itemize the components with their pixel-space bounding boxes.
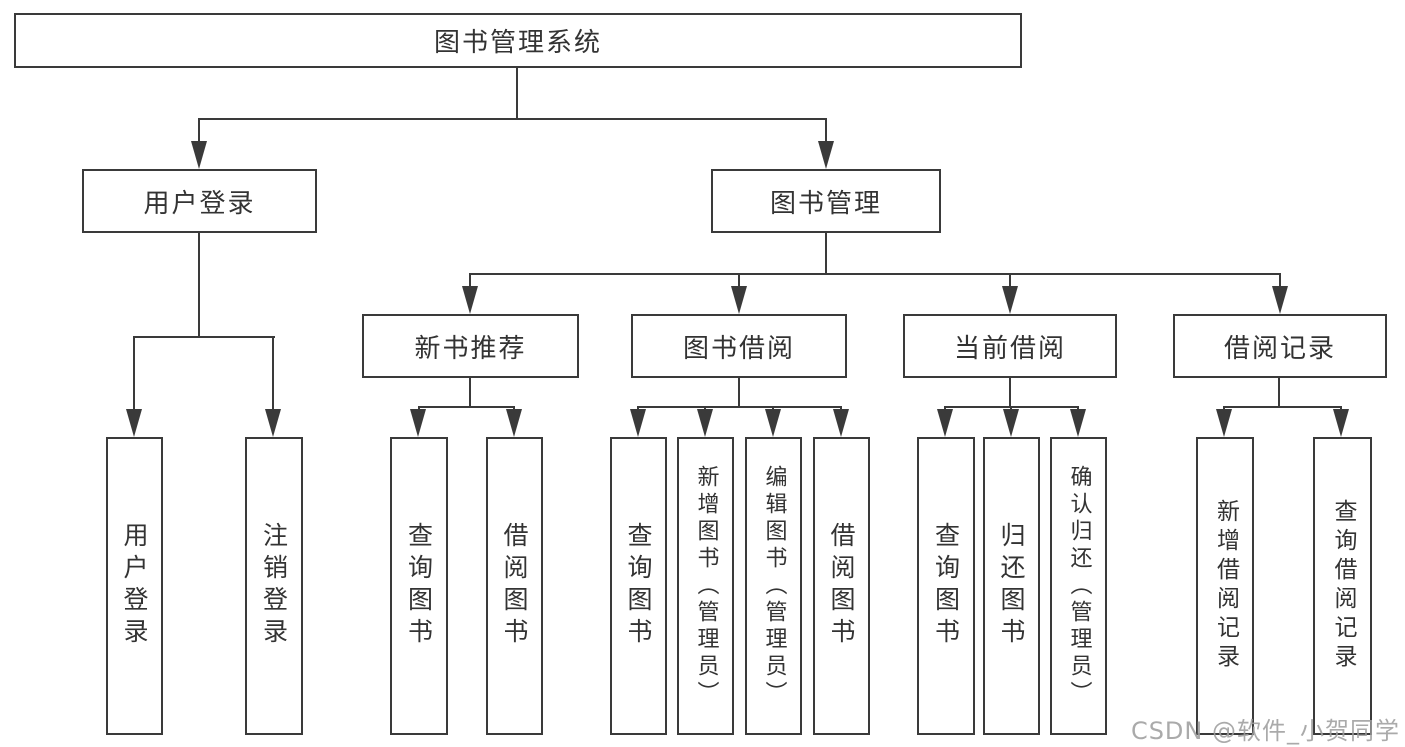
arrow-down-icon (265, 409, 281, 437)
connector-line (825, 118, 827, 143)
leaf-query-borrow-record-label: 查询借阅记录 (1330, 499, 1356, 673)
node-current-borrow: 当前借阅 (903, 314, 1117, 378)
connector-line (1009, 273, 1011, 288)
arrow-down-icon (630, 409, 646, 437)
connector-line (638, 406, 842, 408)
arrow-down-icon (765, 409, 781, 437)
leaf-user-login-label: 用户登录 (120, 522, 149, 650)
leaf-query-books-recommend-label: 查询图书 (404, 522, 434, 650)
connector-line (772, 406, 774, 411)
connector-line (1009, 378, 1011, 406)
connector-line (738, 378, 740, 406)
connector-line (1224, 406, 1342, 408)
leaf-add-borrow-record: 新增借阅记录 (1196, 437, 1254, 735)
node-root-label: 图书管理系统 (433, 28, 602, 58)
leaf-query-books-recommend: 查询图书 (390, 437, 448, 735)
connector-line (738, 273, 740, 288)
connector-line (469, 378, 471, 406)
connector-line (1223, 406, 1225, 411)
leaf-borrow-books-recommend-label: 借阅图书 (500, 522, 529, 650)
connector-line (825, 233, 827, 273)
connector-line (133, 336, 135, 411)
arrow-down-icon (1216, 409, 1232, 437)
leaf-logout: 注销登录 (245, 437, 303, 735)
connector-line (198, 118, 826, 120)
leaf-borrow-books: 借阅图书 (813, 437, 870, 735)
connector-line (637, 406, 639, 411)
connector-line (272, 336, 274, 411)
leaf-add-borrow-record-label: 新增借阅记录 (1212, 499, 1239, 673)
leaf-query-books-borrow: 查询图书 (610, 437, 667, 735)
node-new-book-recommend: 新书推荐 (362, 314, 579, 378)
connector-line (840, 406, 842, 411)
leaf-borrow-books-label: 借阅图书 (827, 522, 856, 650)
arrow-down-icon (697, 409, 713, 437)
watermark: CSDN @软件_小贺同学 (1130, 717, 1400, 745)
connector-line (513, 406, 515, 411)
leaf-query-books-current-label: 查询图书 (931, 522, 961, 650)
node-book-borrow: 图书借阅 (631, 314, 847, 378)
arrow-down-icon (731, 286, 747, 314)
node-borrow-records: 借阅记录 (1173, 314, 1387, 378)
connector-line (133, 336, 275, 338)
connector-line (198, 118, 200, 143)
node-user-login-label: 用户登录 (143, 188, 256, 219)
arrow-down-icon (1003, 409, 1019, 437)
arrow-down-icon (506, 409, 522, 437)
node-new-book-recommend-label: 新书推荐 (414, 333, 527, 364)
connector-line (198, 233, 200, 336)
leaf-confirm-return-admin-label: 确认归还（管理员） (1066, 464, 1092, 708)
connector-line (418, 406, 420, 411)
connector-line (469, 273, 471, 288)
arrow-down-icon (410, 409, 426, 437)
leaf-return-books-label: 归还图书 (997, 522, 1026, 650)
connector-line (1077, 406, 1079, 411)
node-book-borrow-label: 图书借阅 (682, 333, 795, 364)
connector-line (945, 406, 1079, 408)
connector-line (944, 406, 946, 411)
arrow-down-icon (833, 409, 849, 437)
arrow-down-icon (1272, 286, 1288, 314)
connector-line (1340, 406, 1342, 411)
leaf-logout-label: 注销登录 (259, 522, 289, 650)
leaf-user-login: 用户登录 (106, 437, 163, 735)
connector-line (516, 68, 518, 118)
leaf-query-borrow-record: 查询借阅记录 (1313, 437, 1372, 735)
leaf-add-book-admin: 新增图书（管理员） (677, 437, 734, 735)
arrow-down-icon (1070, 409, 1086, 437)
leaf-add-book-admin-label: 新增图书（管理员） (693, 464, 719, 708)
connector-line (1010, 406, 1012, 411)
arrow-down-icon (191, 141, 207, 169)
leaf-query-books-borrow-label: 查询图书 (624, 522, 653, 650)
leaf-query-books-current: 查询图书 (917, 437, 975, 735)
connector-line (704, 406, 706, 411)
leaf-return-books: 归还图书 (983, 437, 1040, 735)
node-current-borrow-label: 当前借阅 (953, 333, 1066, 364)
node-user-login: 用户登录 (82, 169, 317, 233)
connector-line (418, 406, 515, 408)
leaf-borrow-books-recommend: 借阅图书 (486, 437, 543, 735)
node-book-management: 图书管理 (711, 169, 941, 233)
connector-line (469, 273, 1281, 275)
node-root: 图书管理系统 (14, 13, 1022, 68)
leaf-edit-book-admin-label: 编辑图书（管理员） (761, 464, 787, 708)
node-borrow-records-label: 借阅记录 (1223, 333, 1336, 364)
arrow-down-icon (462, 286, 478, 314)
node-book-management-label: 图书管理 (769, 188, 882, 219)
leaf-confirm-return-admin: 确认归还（管理员） (1050, 437, 1107, 735)
arrow-down-icon (818, 141, 834, 169)
arrow-down-icon (126, 409, 142, 437)
connector-line (1278, 378, 1280, 406)
arrow-down-icon (937, 409, 953, 437)
leaf-edit-book-admin: 编辑图书（管理员） (745, 437, 802, 735)
arrow-down-icon (1333, 409, 1349, 437)
connector-line (1279, 273, 1281, 288)
arrow-down-icon (1002, 286, 1018, 314)
